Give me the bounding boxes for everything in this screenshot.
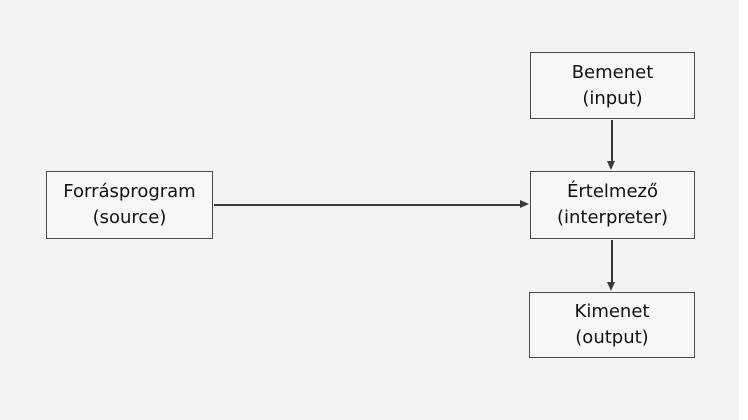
edge-source-to-interpreter [214, 204, 520, 206]
node-interpreter-label: Értelmező [567, 181, 658, 202]
arrowhead-down-icon [607, 161, 615, 170]
arrowhead-right-icon [520, 200, 529, 208]
node-output-sublabel: (output) [575, 327, 649, 348]
node-source-sublabel: (source) [92, 207, 167, 228]
edge-interpreter-to-output [611, 240, 613, 282]
node-interpreter: Értelmező (interpreter) [530, 171, 695, 239]
node-source: Forrásprogram (source) [46, 171, 213, 239]
node-output: Kimenet (output) [529, 292, 695, 358]
arrowhead-down-icon [607, 282, 615, 291]
edge-input-to-interpreter [611, 120, 613, 162]
node-input: Bemenet (input) [530, 52, 695, 119]
node-input-label: Bemenet [571, 61, 654, 83]
node-interpreter-sublabel: (interpreter) [556, 207, 669, 228]
node-input-sublabel: (input) [582, 87, 643, 109]
node-output-label: Kimenet [574, 301, 650, 322]
node-source-label: Forrásprogram [63, 181, 196, 202]
